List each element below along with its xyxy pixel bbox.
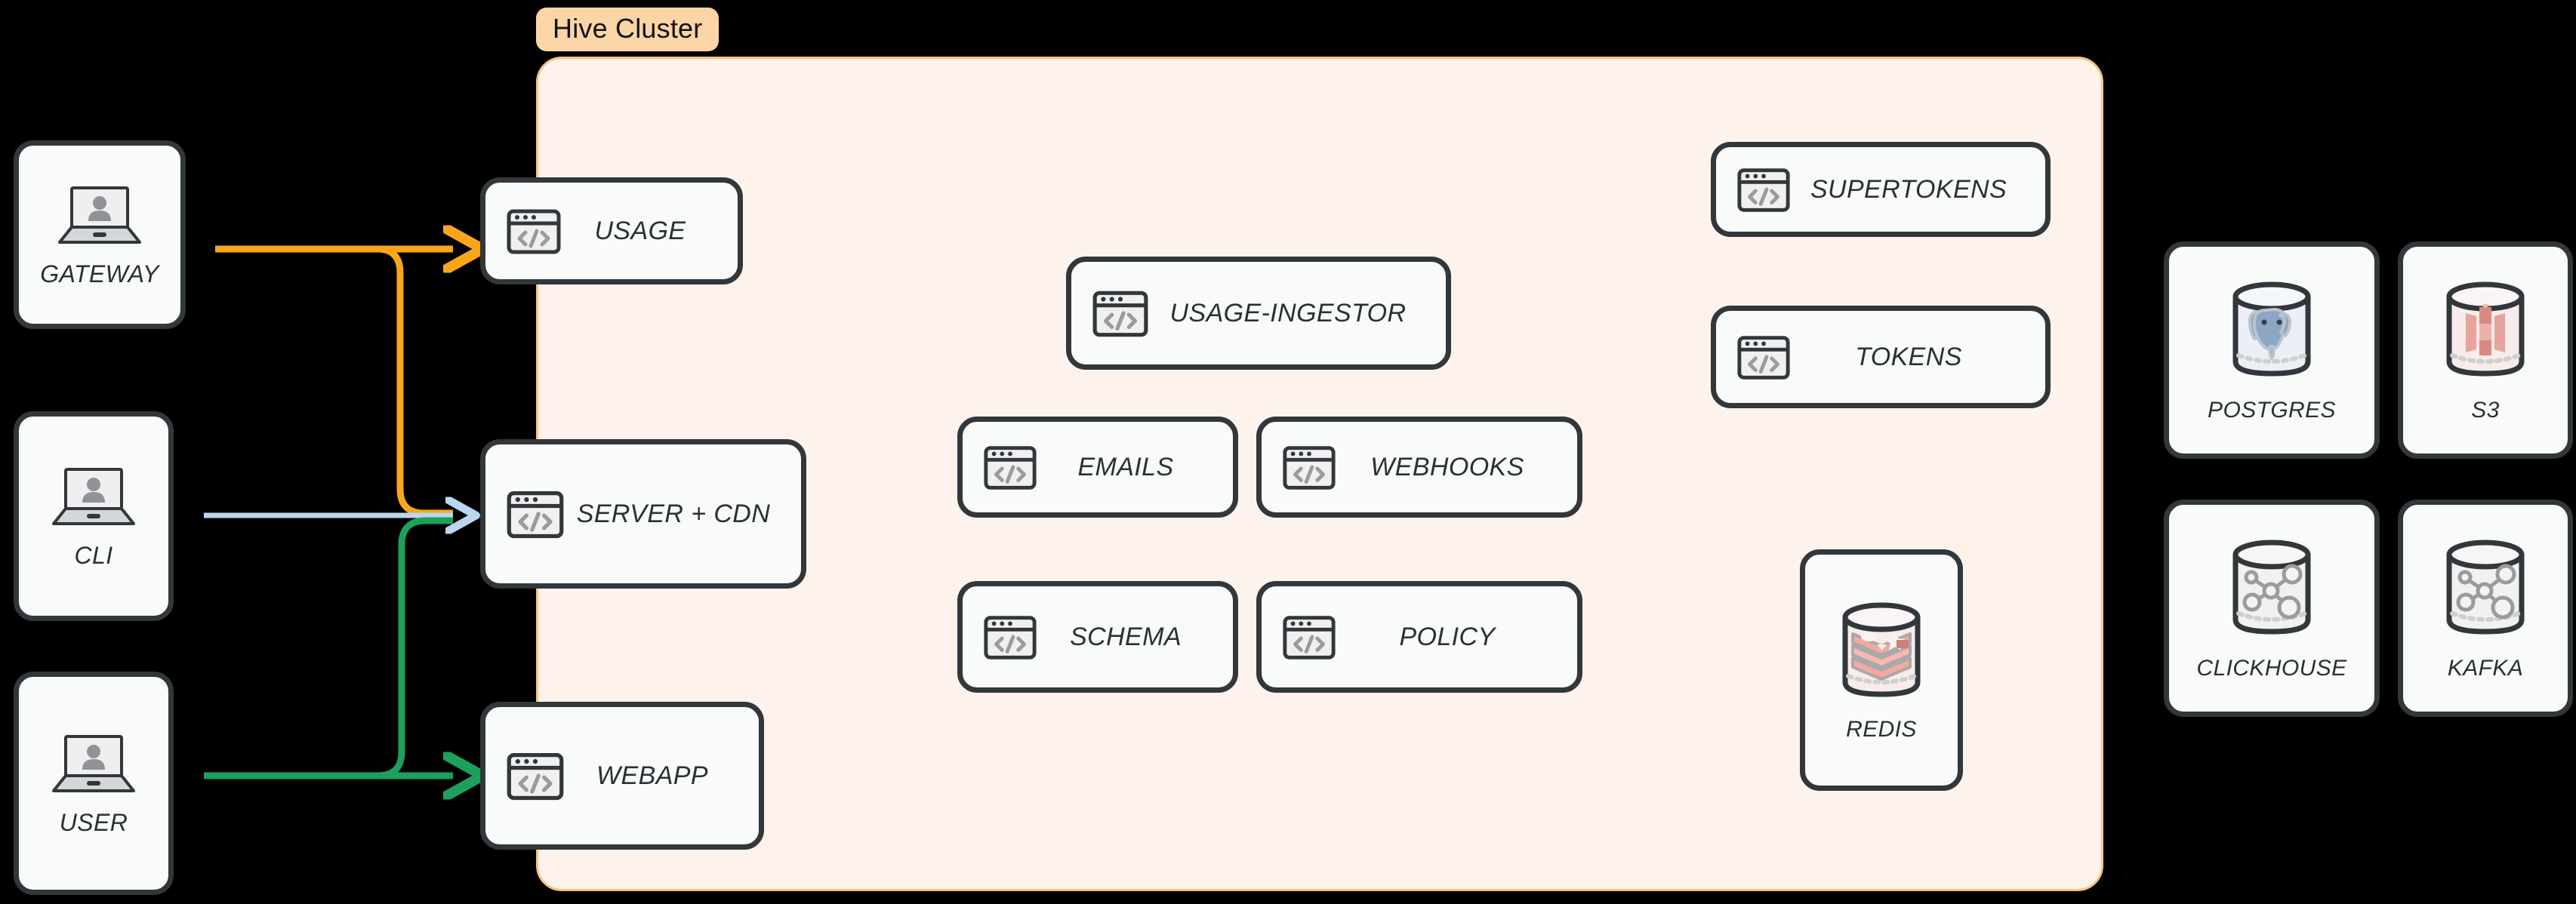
service-label: SUPERTOKENS bbox=[1810, 174, 2007, 204]
service-card-policy[interactable]: POLICY bbox=[1256, 581, 1582, 693]
code-window-icon bbox=[984, 616, 1037, 660]
datastore-card-kafka[interactable]: KAFKA bbox=[2398, 500, 2573, 717]
service-label: SCHEMA bbox=[1070, 622, 1182, 651]
laptop-user-icon bbox=[58, 186, 141, 244]
laptop-user-icon bbox=[52, 734, 135, 792]
wire-user-to-server-cdn bbox=[204, 517, 453, 779]
client-card-cli[interactable]: CLI bbox=[14, 411, 174, 621]
service-card-usage-ingestor[interactable]: USAGE-INGESTOR bbox=[1066, 257, 1451, 370]
hive-cluster-badge: Hive Cluster bbox=[536, 8, 719, 51]
datastore-card-redis[interactable]: REDIS bbox=[1800, 549, 1963, 791]
graph-cylinder-icon bbox=[2446, 540, 2525, 635]
redis-cylinder-icon bbox=[1842, 602, 1921, 697]
datastore-label: CLICKHOUSE bbox=[2196, 656, 2347, 681]
code-window-icon bbox=[1092, 291, 1148, 337]
client-label: USER bbox=[59, 808, 128, 836]
service-label: USAGE bbox=[594, 216, 686, 245]
service-label: POLICY bbox=[1399, 622, 1496, 651]
datastore-label: KAFKA bbox=[2447, 656, 2524, 681]
service-card-usage[interactable]: USAGE bbox=[480, 177, 743, 284]
datastore-label: REDIS bbox=[1846, 717, 1917, 742]
datastore-card-s3[interactable]: S3 bbox=[2398, 241, 2573, 459]
code-window-icon bbox=[507, 491, 564, 539]
client-card-user[interactable]: USER bbox=[14, 672, 174, 895]
laptop-user-icon bbox=[52, 467, 135, 525]
service-card-emails[interactable]: EMAILS bbox=[957, 417, 1238, 518]
service-card-schema[interactable]: SCHEMA bbox=[957, 581, 1238, 693]
service-card-webhooks[interactable]: WEBHOOKS bbox=[1256, 417, 1582, 518]
postgres-cylinder-icon bbox=[2232, 281, 2311, 377]
service-label: WEBAPP bbox=[596, 761, 708, 790]
client-card-gateway[interactable]: GATEWAY bbox=[14, 140, 186, 329]
service-card-supertokens[interactable]: SUPERTOKENS bbox=[1711, 142, 2051, 237]
client-label: GATEWAY bbox=[40, 260, 159, 287]
service-label: SERVER + CDN bbox=[576, 499, 771, 528]
code-window-icon bbox=[984, 446, 1037, 490]
service-label: USAGE-INGESTOR bbox=[1169, 298, 1407, 327]
datastore-card-clickhouse[interactable]: CLICKHOUSE bbox=[2164, 500, 2380, 717]
code-window-icon bbox=[507, 752, 564, 801]
service-label: WEBHOOKS bbox=[1370, 452, 1524, 481]
s3-cylinder-icon bbox=[2446, 281, 2525, 377]
client-label: CLI bbox=[74, 541, 113, 569]
service-label: EMAILS bbox=[1077, 452, 1174, 481]
code-window-icon bbox=[1737, 168, 1790, 212]
datastore-card-postgres[interactable]: POSTGRES bbox=[2164, 241, 2380, 459]
service-label: TOKENS bbox=[1855, 342, 1962, 371]
code-window-icon bbox=[1283, 616, 1336, 660]
service-card-tokens[interactable]: TOKENS bbox=[1711, 306, 2051, 408]
code-window-icon bbox=[507, 209, 561, 254]
wire-gateway-to-server-cdn bbox=[215, 245, 453, 517]
code-window-icon bbox=[1737, 336, 1790, 380]
datastore-label: POSTGRES bbox=[2208, 398, 2336, 423]
service-card-webapp[interactable]: WEBAPP bbox=[480, 702, 764, 850]
graph-cylinder-icon bbox=[2232, 540, 2311, 635]
code-window-icon bbox=[1283, 446, 1336, 490]
datastore-label: S3 bbox=[2471, 398, 2500, 423]
service-card-server-cdn[interactable]: SERVER + CDN bbox=[480, 439, 806, 589]
